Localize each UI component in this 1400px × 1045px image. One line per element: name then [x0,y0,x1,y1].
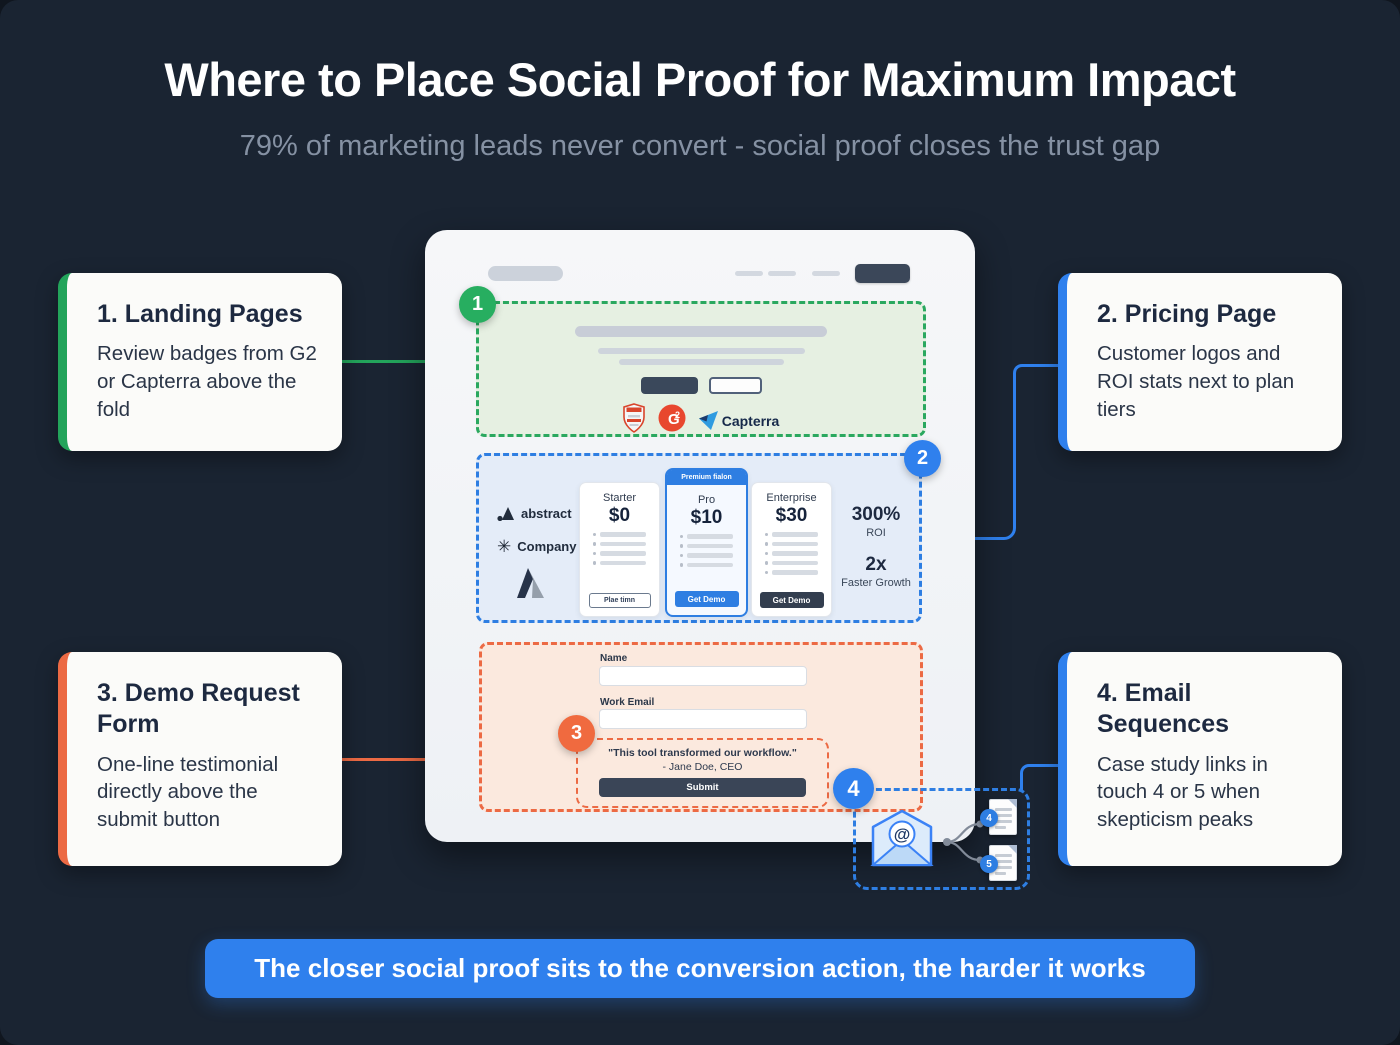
hero-subtext-placeholder [618,359,784,365]
plan-banner: Premium fialon [667,470,746,485]
mockup-nav-logo-placeholder [488,266,563,281]
customer-logo-a-mark [517,568,544,603]
zone-email-sequences: @ 4 5 [853,788,1030,890]
stat-growth-label: Faster Growth [841,577,911,589]
submit-button[interactable]: Submit [599,778,806,797]
form-label-work-email: Work Email [600,697,655,708]
connector-pricing-top [1013,364,1058,380]
plan-cta-button[interactable]: Get Demo [759,592,824,608]
form-label-name: Name [600,653,628,664]
plan-cta-button[interactable]: Plae timn [588,593,651,608]
callout-title: 2. Pricing Page [1097,300,1277,328]
testimonial-box: "This tool transformed our workflow." - … [576,738,829,808]
zone-number-badge-4: 4 [833,768,874,809]
g2-award-shield-icon [622,403,645,438]
website-mockup-page: G 2 Capterra [425,230,975,842]
abstract-mountain-icon [497,507,514,521]
callout-title: 4. Email Sequences [1097,679,1230,739]
capterra-wordmark: Capterra [721,412,780,429]
plan-name: Pro [697,494,716,506]
mockup-nav-link-placeholder[interactable] [812,271,840,276]
customer-logo-abstract: abstract [497,506,572,521]
testimonial-quote: "This tool transformed our workflow." [608,747,797,759]
stat-growth-value: 2x [865,554,887,575]
page-subtitle: 79% of marketing leads never convert - s… [239,130,1161,162]
mockup-nav-link-placeholder[interactable] [768,271,796,276]
plan-price: $10 [690,507,723,528]
plan-feature-line [764,551,819,556]
plan-name: Starter [602,492,636,504]
plan-feature-line [679,534,734,539]
callout-card-pricing-page: 2. Pricing Page Customer logos and ROI s… [1058,273,1342,451]
zone-landing-page-hero: G 2 Capterra [476,301,926,437]
touch-number-badge: 4 [980,809,998,827]
stat-roi-value: 300% [851,504,901,525]
callout-body: Customer logos and ROI stats next to pla… [1097,342,1295,421]
callout-card-email-sequences: 4. Email Sequences Case study links in t… [1058,652,1342,866]
plan-feature-line [592,560,647,565]
zone-pricing-page: abstract ✳ Company Starter $0 Plae [476,453,922,623]
callout-body: One-line testimonial directly above the … [97,752,279,831]
mockup-nav-cta-button[interactable] [855,264,910,283]
capterra-triangle-icon [698,411,718,430]
capterra-logo: Capterra [698,411,780,430]
customer-logo-company: ✳ Company [497,537,577,556]
zone-number-badge-1: 1 [459,286,496,323]
callout-body: Case study links in touch 4 or 5 when sk… [1097,752,1268,831]
plan-cta-button[interactable]: Get Demo [674,591,739,607]
plan-feature-line [764,570,819,575]
plan-price: $0 [608,505,631,526]
a-letter-logo-icon [517,568,544,598]
zone-number-badge-3: 3 [558,715,595,752]
hero-primary-button[interactable] [640,377,698,394]
touch-number-badge: 5 [980,855,998,873]
zone-demo-request-form: Name Work Email "This tool transformed o… [479,642,923,812]
svg-text:@: @ [894,825,911,844]
g2-logo-icon: G 2 [658,404,686,437]
case-study-doc-icon: 4 [980,799,1017,835]
plan-card-enterprise: Enterprise $30 Get Demo [751,482,832,617]
callout-card-landing-pages: 1. Landing Pages Review badges from G2 o… [58,273,342,451]
stat-roi-label: ROI [866,527,886,539]
email-envelope-icon: @ [869,808,935,875]
connector-email-sequence [1020,764,1058,791]
connector-landing-pages [341,360,476,363]
plan-card-starter: Starter $0 Plae timn [579,482,660,617]
plan-feature-line [764,541,819,546]
plan-price: $30 [775,505,808,526]
case-study-doc-icon: 5 [980,845,1017,881]
plan-feature-line [679,553,734,558]
callout-card-demo-request-form: 3. Demo Request Form One-line testimonia… [58,652,342,866]
mockup-nav-link-placeholder[interactable] [735,271,763,276]
plan-card-pro: Premium fialon Pro $10 Get Demo [665,468,748,617]
plan-feature-line [764,560,819,565]
callout-body: Review badges from G2 or Capterra above … [97,342,317,421]
plan-feature-line [679,562,734,567]
roi-stats-block: 300% ROI 2x Faster Growth [831,504,921,589]
callout-title: 3. Demo Request Form [97,679,300,739]
plan-name: Enterprise [766,492,817,504]
openai-flower-icon: ✳ [497,537,512,556]
hero-headline-placeholder [575,326,827,337]
svg-text:G: G [668,411,680,428]
key-takeaway-banner: The closer social proof sits to the conv… [205,939,1195,998]
form-input-name[interactable] [599,666,807,686]
plan-feature-line [764,532,819,537]
page-title: Where to Place Social Proof for Maximum … [164,53,1236,106]
plan-feature-line [592,541,647,546]
plan-feature-line [592,551,647,556]
hero-subtext-placeholder [597,348,805,354]
plan-feature-line [592,532,647,537]
callout-title: 1. Landing Pages [97,300,303,328]
testimonial-author: - Jane Doe, CEO [662,761,743,773]
zone-number-badge-2: 2 [904,440,941,477]
svg-text:2: 2 [675,410,680,420]
plan-feature-line [679,543,734,548]
form-input-work-email[interactable] [599,709,807,729]
hero-secondary-button[interactable] [708,377,762,394]
